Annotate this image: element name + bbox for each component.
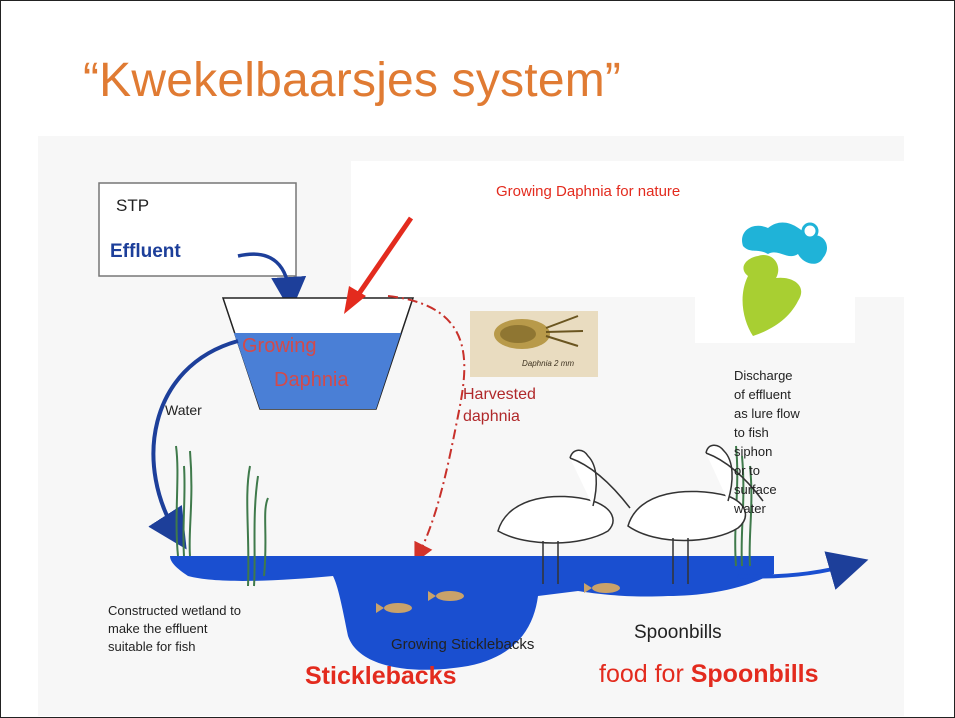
daphnia-tank-water (234, 333, 401, 409)
diagram-figure: STP Effluent Growing Daphnia for nature … (38, 136, 904, 716)
reeds-left (175, 445, 269, 587)
discharge-line: of effluent (734, 387, 791, 402)
water-body (170, 556, 774, 670)
water-label: Water (165, 402, 202, 418)
harvested-label-line2: daphnia (463, 408, 520, 425)
bottom-spoonbills: Spoonbills (690, 660, 819, 688)
discharge-line: as lure flow (734, 406, 800, 421)
bottom-food-for: food for (599, 660, 684, 688)
wetland-line: make the effluent (108, 621, 208, 636)
tank-label-line1: Growing (242, 335, 317, 357)
red-arrow-icon (353, 216, 414, 300)
tank-label-line2: Daphnia (274, 369, 349, 391)
growing-sticklebacks-label: Growing Sticklebacks (391, 636, 535, 653)
discharge-label: Discharge of effluent as lure flow to fi… (734, 366, 800, 518)
bottom-sticklebacks: Sticklebacks (305, 662, 457, 690)
discharge-line: water (734, 501, 766, 516)
slide-title: “Kwekelbaarsjes system” (83, 54, 622, 107)
wetland-line: suitable for fish (108, 639, 196, 654)
diagram-canvas (98, 161, 904, 670)
stp-box (98, 182, 297, 277)
spoonbills-label: Spoonbills (634, 622, 722, 643)
harvest-arrow (387, 295, 466, 564)
stp-label: STP (116, 196, 150, 215)
wetland-line: Constructed wetland to (108, 603, 241, 618)
discharge-line: surface (734, 482, 777, 497)
bottom-food-for-spoonbills: food for Spoonbills (599, 660, 819, 689)
wetland-label: Constructed wetland to make the effluent… (108, 602, 241, 656)
water-arrow (148, 339, 239, 550)
effluent-label: Effluent (110, 241, 181, 262)
harvested-label-line1: Harvested (463, 386, 536, 403)
growing-daphnia-note: Growing Daphnia for nature (496, 183, 681, 200)
discharge-line: Discharge (734, 368, 793, 383)
discharge-line: to fish (734, 425, 769, 440)
spoonbill-icon (497, 444, 764, 584)
discharge-line: or to (734, 463, 761, 478)
daphnia-caption: Daphnia 2 mm (522, 359, 575, 368)
stickleback-fish-icon (376, 583, 620, 613)
discharge-line: siphon (734, 444, 773, 459)
effluent-arrow (237, 252, 307, 312)
discharge-arrow (737, 551, 869, 590)
red-arrow-head (344, 286, 366, 314)
